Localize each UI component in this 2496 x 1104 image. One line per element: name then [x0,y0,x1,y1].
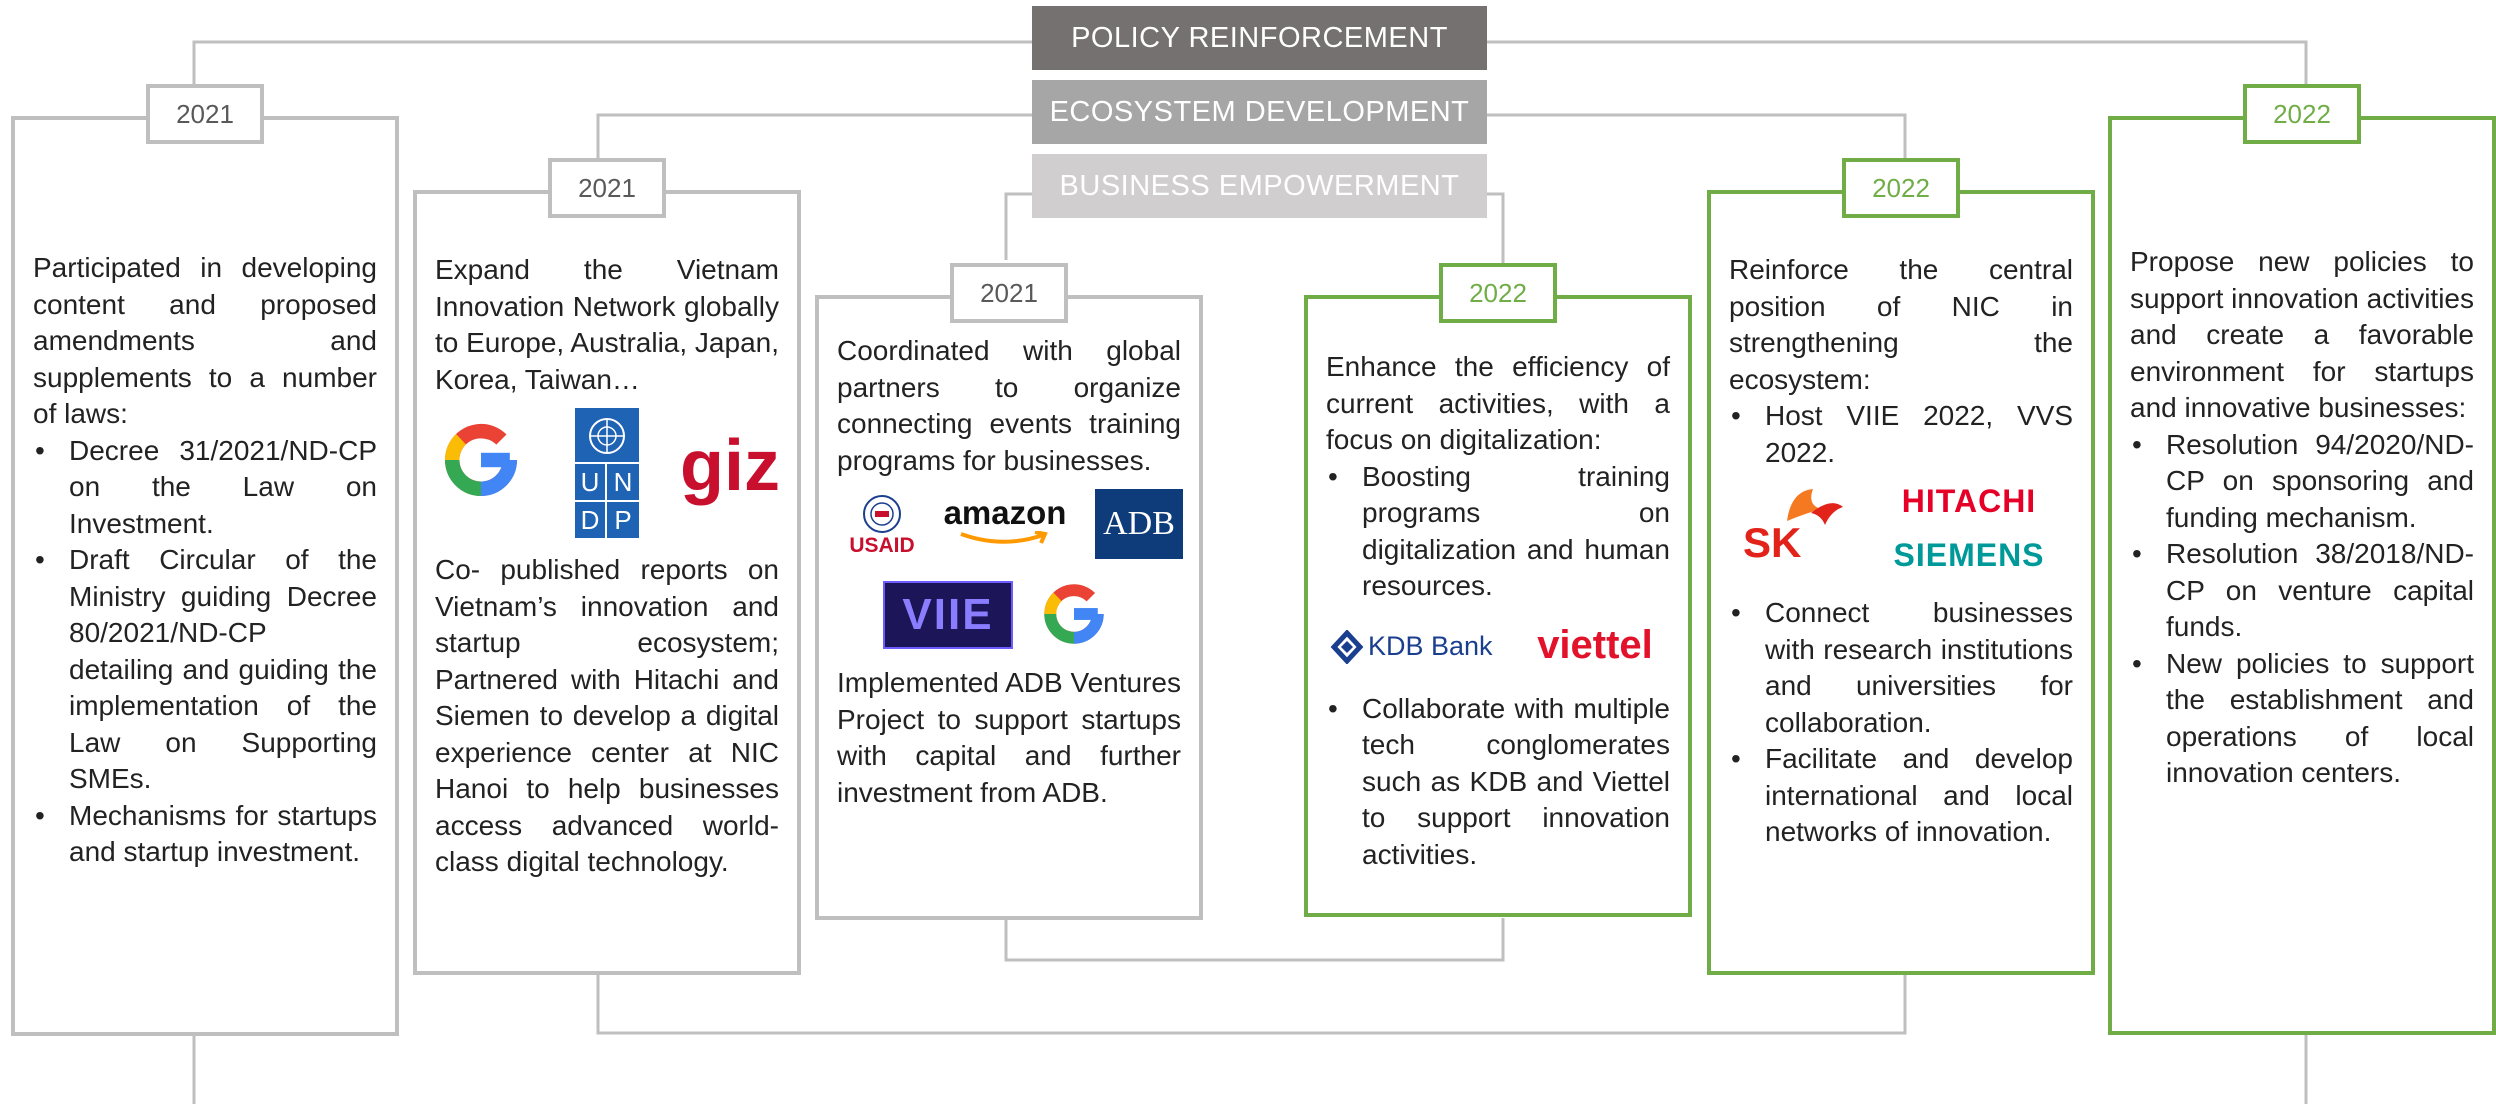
card-intro: Propose new policies to support innovati… [2130,246,2474,423]
undp-letter: U [575,462,607,500]
partner-logos: SK HITACHI SIEMENS [1729,471,2073,595]
viettel-logo: viettel [1537,623,1653,668]
bullet-list: Decree 31/2021/ND-CP on the Law on Inves… [33,433,377,871]
usaid-seal-icon [863,495,901,533]
partner-logos: KDB Bank viettel [1326,605,1670,691]
bullet-item: Host VIIE 2022, VVS 2022. [1729,398,2073,471]
bullet-item: Connect businesses with research institu… [1729,595,2073,741]
ecosystem-connector [596,113,1032,160]
kdb-bank-logo: KDB Bank [1330,627,1510,667]
bullet-item: Mechanisms for startups and startup inve… [33,798,377,871]
undp-letter: P [607,500,639,538]
business-connector [1004,192,1032,260]
card-intro: Expand the Vietnam Innovation Network gl… [435,254,779,395]
business-empowerment-banner: BUSINESS EMPOWERMENT [1032,154,1487,218]
google-logo [1041,581,1107,647]
sk-butterfly-icon [1787,489,1843,525]
partner-logos: U N D P giz [435,398,780,552]
giz-logo: giz [680,425,780,506]
usaid-logo: USAID [837,491,927,561]
un-emblem-icon [589,418,625,454]
year-badge: 2022 [1842,158,1960,218]
timeline-card-business-2022: 2022 Enhance the efficiency of current a… [1304,263,1692,917]
bullet-list: Resolution 94/2020/ND-CP on sponsoring a… [2130,427,2474,792]
bullet-item: Facilitate and develop international and… [1729,741,2073,851]
partner-logos: USAID amazon ADB VIIE [837,479,1183,665]
policy-connector [1487,40,2308,84]
business-connector [1004,918,1505,962]
bullet-item: Boosting training programs on digitaliza… [1326,459,1670,605]
hitachi-logo: HITACHI [1901,482,2037,519]
google-logo [441,420,521,500]
timeline-card-ecosystem-2022: 2022 Reinforce the central position of N… [1707,158,2095,975]
year-badge: 2021 [548,158,666,218]
bullet-list: Host VIIE 2022, VVS 2022. [1729,398,2073,471]
year-badge: 2021 [950,263,1068,323]
card-intro: Enhance the efficiency of current activi… [1326,351,1670,455]
viie-logo: VIIE [883,581,1013,649]
timeline-card-ecosystem-2021: 2021 Expand the Vietnam Innovation Netwo… [413,158,801,975]
bullet-item: New policies to support the establishmen… [2130,646,2474,792]
undp-logo: U N D P [575,408,639,538]
bullet-item: Collaborate with multiple tech conglomer… [1326,691,1670,874]
policy-connector [192,40,1032,118]
usaid-logo-text: USAID [849,534,915,557]
amazon-smile-icon [960,531,1048,544]
ecosystem-development-banner: ECOSYSTEM DEVELOPMENT [1032,80,1487,144]
timeline-card-business-2021: 2021 Coordinated with global partners to… [815,263,1203,920]
card-intro: Participated in developing content and p… [33,252,377,429]
bullet-item: Resolution 38/2018/ND-CP on venture capi… [2130,536,2474,646]
bullet-list: Connect businesses with research institu… [1729,595,2073,851]
year-badge: 2022 [1439,263,1557,323]
year-badge: 2022 [2243,84,2361,144]
adb-logo: ADB [1095,489,1183,559]
timeline-card-policy-2022: 2022 Propose new policies to support inn… [2108,84,2496,1035]
card-outro: Co- published reports on Vietnam’s innov… [435,554,779,877]
sk-logo: SK [1743,485,1853,569]
card-outro: Implemented ADB Ventures Project to supp… [837,667,1181,808]
bullet-item: Decree 31/2021/ND-CP on the Law on Inves… [33,433,377,543]
sk-logo-text: SK [1743,519,1802,566]
bullet-list: Boosting training programs on digitaliza… [1326,459,1670,605]
kdb-bank-logo-text: KDB Bank [1368,631,1493,662]
siemens-logo: SIEMENS [1893,536,2045,573]
card-intro: Coordinated with global partners to orga… [837,335,1181,476]
ecosystem-connector [1487,113,1907,158]
policy-reinforcement-banner: POLICY REINFORCEMENT [1032,6,1487,70]
kdb-mark-icon [1330,629,1364,664]
bullet-item: Draft Circular of the Ministry guiding D… [33,542,377,798]
card-intro: Reinforce the central position of NIC in… [1729,254,2073,395]
amazon-logo: amazon [943,493,1067,549]
timeline-card-policy-2021: 2021 Participated in developing content … [11,84,399,1036]
ecosystem-connector [596,974,1907,1035]
bullet-item: Resolution 94/2020/ND-CP on sponsoring a… [2130,427,2474,537]
undp-letter: N [607,462,639,500]
undp-letter: D [575,500,607,538]
amazon-logo-text: amazon [943,494,1067,531]
bullet-list: Collaborate with multiple tech conglomer… [1326,691,1670,874]
business-connector [1487,192,1505,270]
year-badge: 2021 [146,84,264,144]
